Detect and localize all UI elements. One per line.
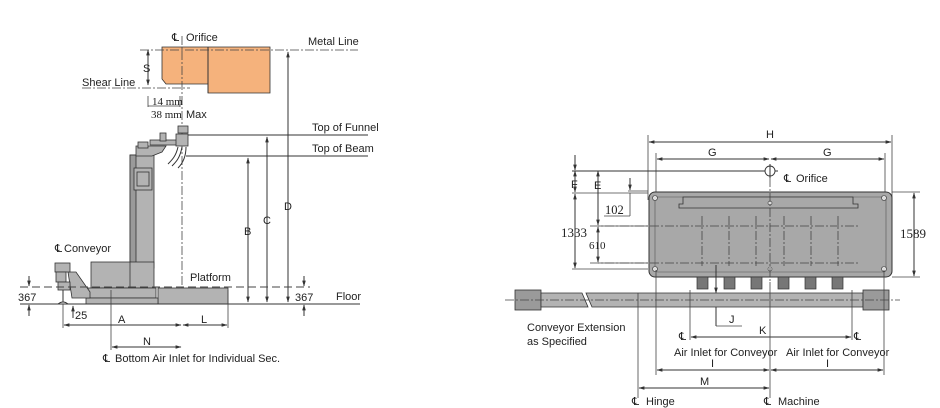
- machine-section-side: [54, 125, 229, 305]
- f-label: F: [571, 179, 578, 191]
- dim-14mm: 14 mm: [152, 96, 183, 108]
- d-label: D: [284, 201, 292, 213]
- top-of-beam-label: Top of Beam: [312, 143, 374, 155]
- orifice-label: Orifice: [186, 32, 218, 44]
- dim-367-left: 367: [18, 292, 36, 304]
- air-inlet-right-label: Air Inlet for Conveyor: [786, 347, 890, 359]
- g-left-label: G: [708, 147, 717, 159]
- air-inlet-left-label: Air Inlet for Conveyor: [674, 347, 778, 359]
- dim-1589: 1589: [900, 226, 926, 241]
- m-label: M: [700, 376, 709, 388]
- bottom-air-inlet-label: Bottom Air Inlet for Individual Sec.: [115, 353, 280, 365]
- machine-label: Machine: [778, 396, 820, 408]
- dim-1333: 1333: [561, 225, 587, 240]
- top-of-funnel-label: Top of Funnel: [312, 122, 379, 134]
- gob-block: [161, 46, 271, 94]
- b-label: B: [244, 226, 251, 238]
- floor-label: Floor: [336, 291, 361, 303]
- dim-367-right: 367: [295, 292, 313, 304]
- centerline-symbol-icon: ℄: [54, 243, 62, 255]
- plan-orifice-label: Orifice: [796, 173, 828, 185]
- c-label: C: [263, 215, 271, 227]
- max-label: Max: [186, 109, 207, 121]
- i-left-label: I: [711, 358, 714, 370]
- centerline-symbol-icon: ℄: [102, 353, 110, 365]
- side-view: Metal Line ℄ Orifice S Shear Line 14 mm …: [18, 32, 379, 365]
- conveyor-label: Conveyor: [64, 243, 111, 255]
- e-label: E: [594, 180, 601, 192]
- shear-line-label: Shear Line: [82, 77, 135, 89]
- platform-label: Platform: [190, 272, 231, 284]
- machine-plan-body: [590, 178, 893, 290]
- centerline-symbol-icon: ℄: [171, 32, 179, 44]
- j-label: J: [729, 314, 735, 326]
- plan-view: H G G ℄ Orifice: [505, 129, 926, 408]
- conveyor-extension-line1: Conveyor Extension: [527, 322, 625, 334]
- a-label: A: [118, 314, 126, 326]
- g-right-label: G: [823, 147, 832, 159]
- conveyor-plan: [505, 289, 900, 311]
- l-label: L: [201, 314, 207, 326]
- dim-38mm: 38 mm: [151, 109, 182, 121]
- n-label: N: [143, 336, 151, 348]
- centerline-symbol-icon: ℄: [678, 331, 686, 343]
- dim-102: 102: [605, 203, 624, 217]
- dim-25: 25: [75, 310, 87, 322]
- h-label: H: [766, 129, 774, 141]
- centerline-symbol-icon: ℄: [763, 396, 771, 408]
- centerline-symbol-icon: ℄: [631, 396, 639, 408]
- s-label: S: [143, 63, 150, 75]
- dim-610: 610: [589, 240, 606, 252]
- conveyor-extension-line2: as Specified: [527, 336, 587, 348]
- k-label: K: [759, 325, 767, 337]
- centerline-symbol-icon: ℄: [853, 331, 861, 343]
- centerline-symbol-icon: ℄: [783, 173, 791, 185]
- hinge-label: Hinge: [646, 396, 675, 408]
- i-right-label: I: [826, 358, 829, 370]
- metal-line-label: Metal Line: [308, 36, 359, 48]
